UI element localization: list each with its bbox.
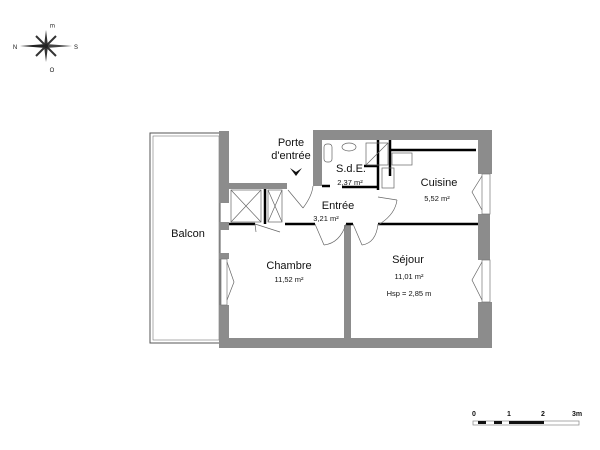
interior-partitions <box>229 140 478 226</box>
scale-bar <box>472 420 580 426</box>
ceiling-height: Hsp = 2,85 m <box>387 289 432 298</box>
room-name-chambre: Chambre <box>266 260 311 272</box>
room-area-sejour: 11,01 m² <box>394 272 424 281</box>
room-name-sejour: Séjour <box>392 254 424 266</box>
room-name-balcon: Balcon <box>171 228 205 240</box>
room-area-sde: 2,37 m² <box>337 178 363 187</box>
room-area-cuisine: 5,52 m² <box>424 194 450 203</box>
scale-label-1: 1 <box>507 411 511 418</box>
compass-label-left: N <box>13 45 17 51</box>
compass-label-top: E <box>48 24 54 28</box>
windows <box>220 173 491 306</box>
compass-label-bottom: O <box>50 68 55 74</box>
entrance-arrow-icon <box>290 168 302 176</box>
compass-rose-icon <box>20 30 72 62</box>
room-name-sde: S.d.E. <box>336 163 366 175</box>
room-area-chambre: 11,52 m² <box>274 275 304 284</box>
entrance-label-line2: d'entrée <box>271 150 310 162</box>
doors-and-fixtures <box>230 142 413 246</box>
room-name-entree: Entrée <box>322 200 354 212</box>
entrance-label-line1: Porte <box>278 137 304 149</box>
scale-label-2: 2 <box>541 411 545 418</box>
balcony-outline <box>149 132 221 344</box>
compass-label-right: S <box>74 45 78 51</box>
scale-label-0: 0 <box>472 411 476 418</box>
room-name-cuisine: Cuisine <box>421 177 458 189</box>
room-area-entree: 3,21 m² <box>313 214 339 223</box>
scale-label-3: 3m <box>572 411 582 418</box>
exterior-walls <box>219 130 492 348</box>
